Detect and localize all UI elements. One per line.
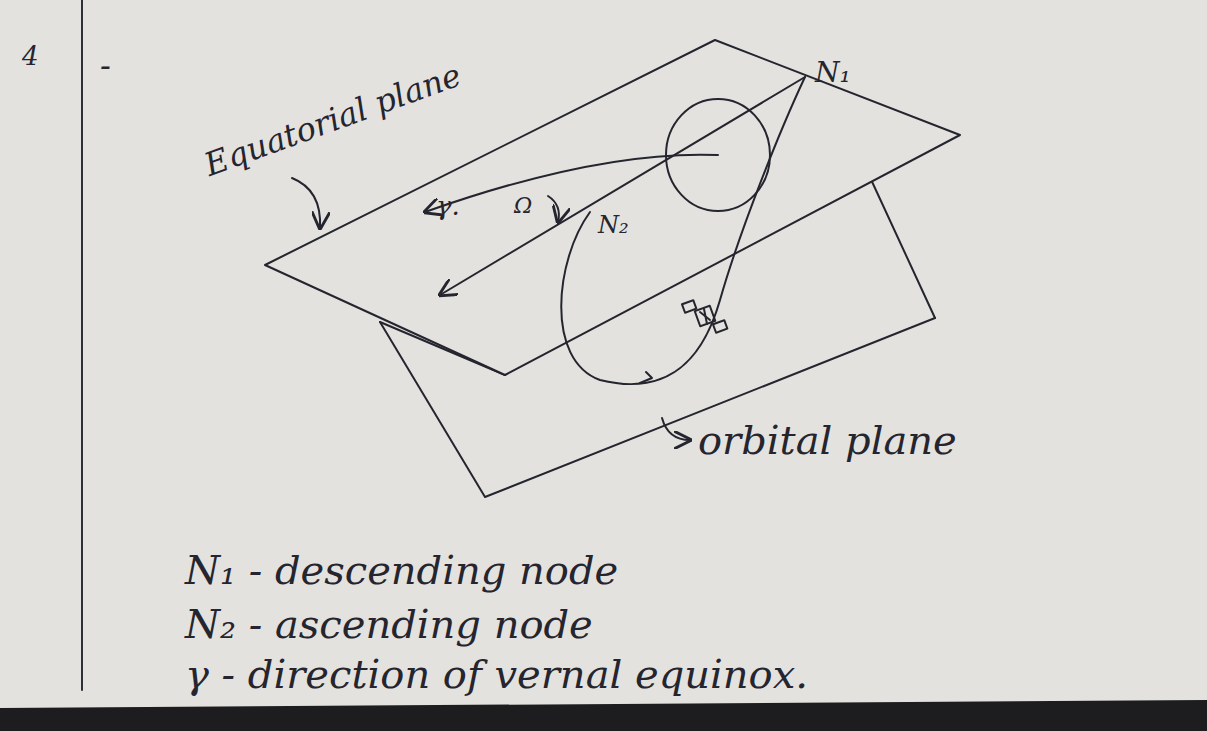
omega-arc xyxy=(548,196,559,222)
key-line: γ - direction of vernal equinox. xyxy=(185,652,808,696)
plane-label: Equatorial plane xyxy=(200,58,466,183)
satellite-symbol xyxy=(682,300,727,333)
orbit-ellipse xyxy=(561,77,805,384)
node-label: N₂ xyxy=(598,212,629,238)
dash-mark: - xyxy=(100,48,111,83)
orbital-plane-edge xyxy=(862,160,935,318)
equinox-symbol: γ. xyxy=(436,192,460,221)
key-line: N₂ - ascending node xyxy=(185,602,593,646)
orbit-direction-arrow xyxy=(640,372,652,383)
angle-label: Ω xyxy=(514,194,532,218)
photo-edge xyxy=(0,700,1207,731)
key-line: N₁ - descending node xyxy=(185,548,618,592)
plane-label: orbital plane xyxy=(698,418,957,462)
leader-arrow xyxy=(662,418,690,440)
question-number: 4 xyxy=(22,42,39,71)
node-label: N₁ xyxy=(815,58,851,89)
margin-line xyxy=(81,0,83,690)
vernal-equinox-arrow xyxy=(425,155,718,212)
line-of-nodes xyxy=(440,77,805,295)
leader-arrow xyxy=(292,178,320,228)
